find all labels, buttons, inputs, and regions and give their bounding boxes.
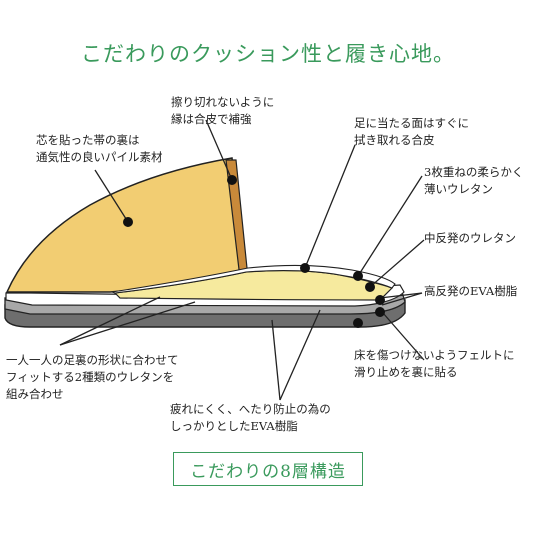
footer-box: こだわりの8層構造 [173, 452, 363, 486]
leader-fit-2 [59, 301, 196, 346]
dot-felt [375, 307, 385, 317]
label-high: 高反発のEVA樹脂 [424, 284, 518, 298]
label-mid: 中反発のウレタン [424, 231, 516, 245]
dot-edge [227, 175, 237, 185]
label-fit: 一人一人の足裏の形状に合わせて フィットする2種類のウレタンを 組み合わせ [6, 353, 179, 401]
dot-triple [353, 271, 363, 281]
dot-surface [300, 263, 310, 273]
leader-high-1 [379, 292, 423, 299]
dot-high [375, 295, 385, 305]
label-surface: 足に当たる面はすぐに 拭き取れる合皮 [354, 116, 469, 147]
label-eva: 疲れにくく、へたり防止の為の しっかりとしたEVA樹脂 [170, 402, 331, 433]
leader-fit-1 [59, 296, 161, 346]
leader-eva-2 [279, 309, 321, 401]
leader-surface [304, 144, 356, 269]
leader-eva-1 [271, 319, 281, 401]
leader-top-band [94, 169, 129, 223]
dot-sole [353, 318, 363, 328]
footer-title: こだわりの8層構造 [190, 461, 346, 482]
label-edge: 擦り切れないように 縁は合皮で補強 [171, 95, 275, 126]
surface-layer [111, 264, 396, 294]
leader-felt [382, 312, 425, 361]
leader-edge [205, 119, 233, 181]
label-triple: 3枚重ねの柔らかく 薄いウレタン [424, 165, 524, 196]
label-top-band: 芯を貼った帯の裏は 通気性の良いパイル素材 [36, 133, 163, 164]
label-felt: 床を傷つけないようフェルトに 滑り止めを裏に貼る [354, 348, 515, 379]
dot-mid [365, 282, 375, 292]
leader-mid [369, 239, 425, 288]
leader-high-2 [381, 292, 423, 306]
leader-triple [357, 175, 423, 277]
dot-top-band [123, 217, 133, 227]
page-heading: こだわりのクッション性と履き心地。 [81, 42, 455, 66]
